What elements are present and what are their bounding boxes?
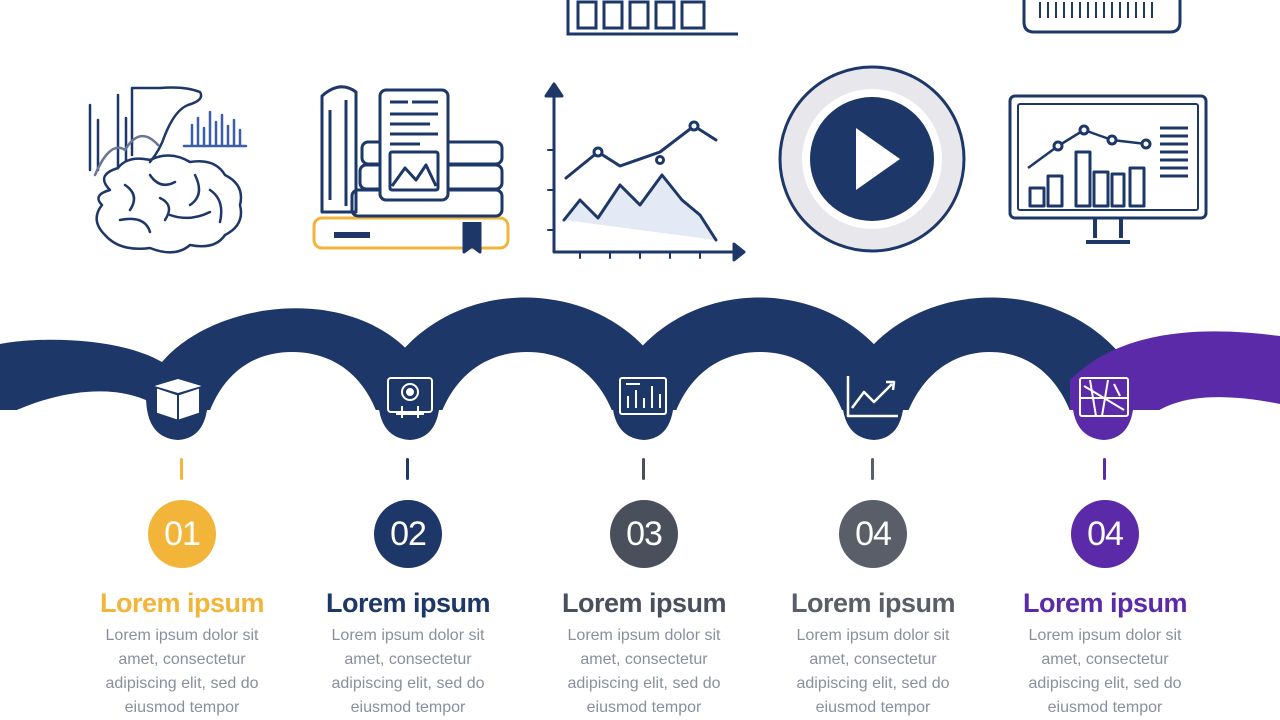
step-title: Lorem ipsum: [561, 588, 727, 618]
step-description: Lorem ipsum dolor sit amet, consectetur …: [1028, 627, 1182, 716]
step-description: Lorem ipsum dolor sit amet, consectetur …: [105, 627, 259, 716]
step-description: Lorem ipsum dolor sit amet, consectetur …: [796, 627, 950, 716]
brain-analytics-icon: [88, 86, 248, 254]
step-connector: [871, 458, 874, 480]
step-title: Lorem ipsum: [1022, 588, 1188, 618]
arch-foot-5: [1072, 396, 1134, 440]
gear-screen-icon: [387, 377, 433, 418]
step-number-badge: 04: [839, 500, 907, 568]
top-partial-device-icon: [1022, 0, 1182, 34]
step-connector: [406, 458, 409, 480]
step-title: Lorem ipsum: [99, 588, 265, 618]
step-number-badge: 03: [610, 500, 678, 568]
step-number-badge: 01: [148, 500, 216, 568]
step-connector: [642, 458, 645, 480]
cube-icon: [154, 378, 202, 420]
arch-segment-6: [1070, 331, 1280, 410]
trend-chart-icon: [846, 376, 898, 418]
books-documents-icon: [312, 85, 510, 254]
step-connector: [1103, 458, 1106, 480]
arch-segment-1: [0, 339, 181, 410]
step-description: Lorem ipsum dolor sit amet, consectetur …: [331, 627, 485, 716]
play-button-icon: [778, 65, 966, 253]
line-chart-icon: [544, 82, 746, 262]
step-connector: [180, 458, 183, 480]
top-partial-bar-icon: [566, 0, 738, 36]
step-description: Lorem ipsum dolor sit amet, consectetur …: [567, 627, 721, 716]
blueprint-icon: [1079, 377, 1129, 417]
monitor-dashboard-icon: [1008, 94, 1208, 244]
step-number-badge: 02: [374, 500, 442, 568]
arch-foot-4: [842, 396, 904, 440]
step-title: Lorem ipsum: [325, 588, 491, 618]
bar-chart-screen-icon: [619, 377, 667, 415]
step-title: Lorem ipsum: [790, 588, 956, 618]
arch-band: [0, 297, 1280, 440]
step-number-badge: 04: [1071, 500, 1139, 568]
arch-foot-2: [378, 396, 440, 440]
